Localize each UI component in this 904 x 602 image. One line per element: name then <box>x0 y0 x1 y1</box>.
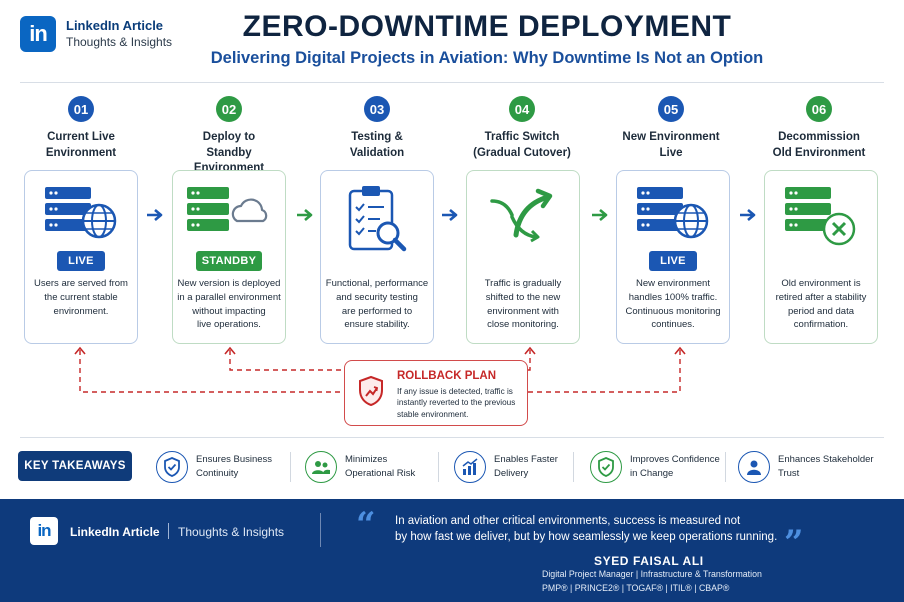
rollback-connectors <box>74 346 686 393</box>
step-number: 05 <box>658 96 684 122</box>
author-role: Digital Project Manager | Infrastructure… <box>542 569 762 579</box>
server-globe-icon <box>45 187 117 239</box>
server-remove-icon <box>785 187 856 246</box>
footer-thoughts-label: Thoughts & Insights <box>178 525 285 539</box>
divider <box>725 452 726 482</box>
author-certifications: PMP® | PRINCE2® | TOGAF® | ITIL® | CBAP® <box>542 583 730 593</box>
clipboard-search-icon <box>348 186 407 252</box>
footer: in LinkedIn Article Thoughts & Insights … <box>0 499 904 602</box>
arrow-right-icon <box>147 209 163 221</box>
divider <box>320 513 321 547</box>
step-number: 01 <box>68 96 94 122</box>
author-name: SYED FAISAL ALI <box>594 554 704 568</box>
shield-alert-icon <box>359 375 383 407</box>
header-divider <box>20 82 884 83</box>
arrow-right-icon <box>297 209 313 221</box>
user-icon <box>738 451 770 483</box>
open-quote-icon: “ <box>356 505 376 545</box>
divider <box>438 452 439 482</box>
divider <box>573 452 574 482</box>
key-takeaways-label: KEY TAKEAWAYS <box>18 451 132 481</box>
step-number: 03 <box>364 96 390 122</box>
server-cloud-icon <box>187 187 268 231</box>
traffic-split-icon <box>490 188 553 243</box>
arrow-right-icon <box>740 209 756 221</box>
step-title: Testing &Validation <box>349 131 405 159</box>
footer-quote: In aviation and other critical environme… <box>395 515 778 544</box>
rollback-title: ROLLBACK PLAN <box>397 370 497 382</box>
shield-check-icon <box>590 451 622 483</box>
arrow-right-icon <box>442 209 458 221</box>
step-title: Traffic Switch(Gradual Cutover) <box>473 131 571 159</box>
rollback-plan: ROLLBACK PLAN If any issue is detected, … <box>344 360 528 426</box>
status-badge: STANDBY <box>196 251 262 271</box>
arrow-right-icon <box>592 209 608 221</box>
section-divider <box>20 437 884 438</box>
server-globe-icon <box>637 187 709 239</box>
divider <box>168 523 169 539</box>
page-subtitle: Delivering Digital Projects in Aviation:… <box>210 49 764 67</box>
close-quote-icon: ” <box>784 523 804 563</box>
divider <box>290 452 291 482</box>
step-3-header: 03 Testing &Validation <box>320 96 434 161</box>
users-icon <box>305 451 337 483</box>
brand-title: LinkedIn Article <box>66 18 164 34</box>
page-title: ZERO-DOWNTIME DEPLOYMENT <box>242 10 732 43</box>
shield-check-icon <box>156 451 188 483</box>
status-badge: LIVE <box>57 251 105 271</box>
linkedin-logo-icon: in <box>30 517 58 545</box>
step-number: 04 <box>509 96 535 122</box>
brand: in LinkedIn Article Thoughts & Insights <box>20 16 172 52</box>
bar-chart-icon <box>454 451 486 483</box>
linkedin-logo-icon: in <box>20 16 56 52</box>
step-number: 02 <box>216 96 242 122</box>
brand-subtitle: Thoughts & Insights <box>66 34 173 49</box>
step-4-header: 04 Traffic Switch(Gradual Cutover) <box>465 96 579 161</box>
step-number: 06 <box>806 96 832 122</box>
footer-article-label: LinkedIn Article <box>70 525 160 539</box>
status-badge: LIVE <box>649 251 697 271</box>
